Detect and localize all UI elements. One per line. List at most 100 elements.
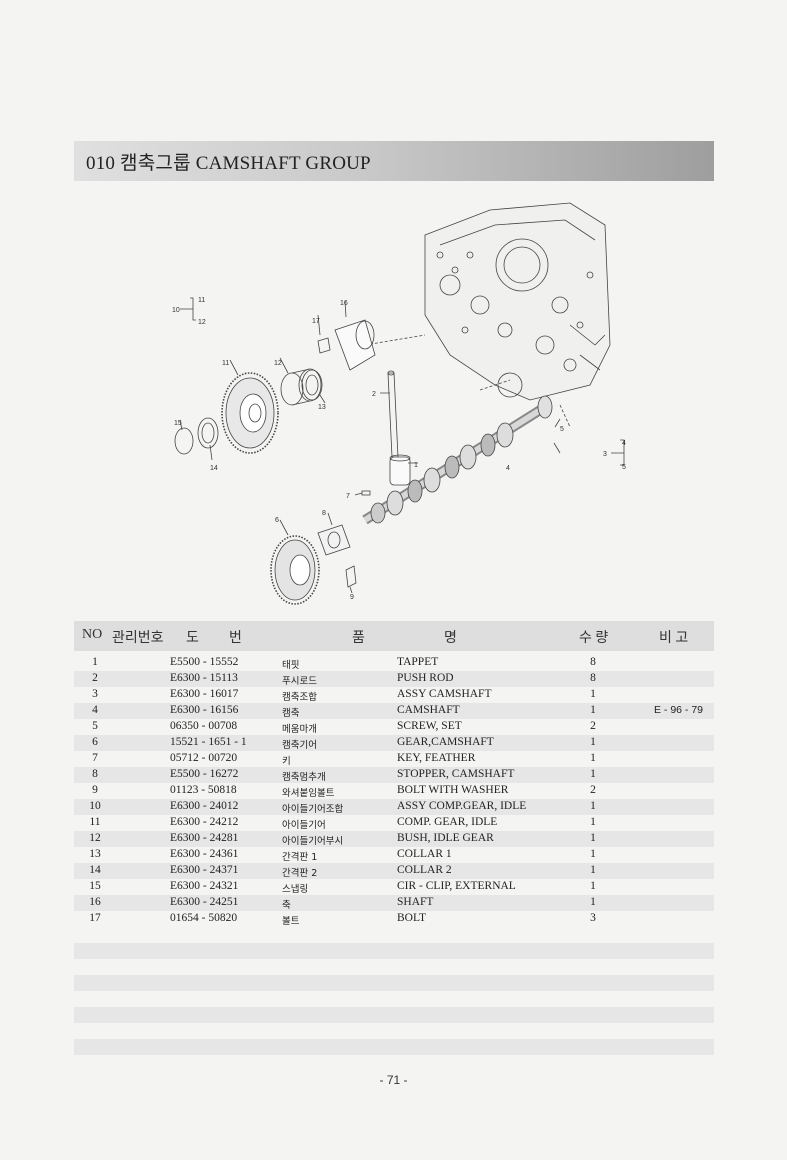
table-row: 16 E6300 - 24251 축 SHAFT 1: [74, 895, 714, 911]
cell-quantity: 8: [590, 656, 596, 668]
cell-no: 8: [92, 768, 98, 780]
cell-part-number: E5500 - 16272: [170, 768, 239, 780]
callout-8: 8: [322, 510, 326, 517]
cell-english-name: BOLT: [397, 912, 426, 924]
cell-no: 5: [92, 720, 98, 732]
header-part-2: 명: [444, 631, 457, 646]
callout-1: 1: [414, 462, 418, 469]
header-drawing-2: 번: [229, 631, 242, 646]
cell-korean-name: 아이들기어조합: [282, 804, 344, 815]
callout-11: 11: [222, 360, 229, 367]
cell-korean-name: 푸시로드: [282, 676, 317, 687]
group-label-11: 11: [198, 297, 205, 304]
cell-part-number: 06350 - 00708: [170, 720, 238, 732]
header-remarks: 비 고: [659, 631, 689, 646]
cell-korean-name: 캠축조합: [282, 692, 317, 703]
cell-english-name: SHAFT: [397, 896, 434, 908]
cell-quantity: 2: [590, 784, 596, 796]
cell-no: 2: [92, 672, 98, 684]
cell-quantity: 8: [590, 672, 596, 684]
cell-part-number: E6300 - 24371: [170, 864, 239, 876]
cell-no: 17: [89, 912, 101, 924]
callout-5: 5: [560, 426, 564, 433]
callout-2: 2: [372, 391, 376, 398]
cell-korean-name: 캠축기어: [282, 740, 317, 751]
cell-quantity: 1: [590, 880, 596, 892]
header-no: NO: [82, 627, 103, 642]
table-row: 12 E6300 - 24281 아이들기어부시 BUSH, IDLE GEAR 1: [74, 831, 714, 847]
cell-english-name: CIR - CLIP, EXTERNAL: [397, 880, 516, 892]
group-label-10: 10: [172, 307, 180, 314]
group-label-5: 5: [622, 464, 626, 471]
empty-row: [74, 959, 714, 975]
cell-no: 10: [89, 800, 101, 812]
table-row: 10 E6300 - 24012 아이들기어조합 ASSY COMP.GEAR, ID…: [74, 799, 714, 815]
callout-14: 14: [210, 465, 218, 472]
cell-quantity: 1: [590, 816, 596, 828]
cell-no: 7: [92, 752, 98, 764]
cell-quantity: 1: [590, 752, 596, 764]
cell-korean-name: 간격판 1: [282, 852, 318, 863]
cell-no: 15: [89, 880, 101, 892]
cell-korean-name: 와셔붙임볼트: [282, 788, 335, 799]
cell-no: 9: [92, 784, 98, 796]
cell-english-name: ASSY CAMSHAFT: [397, 688, 492, 700]
section-title: 010 캠축그룹 CAMSHAFT GROUP: [86, 152, 371, 174]
cell-part-number: E6300 - 24012: [170, 800, 239, 812]
empty-row: [74, 991, 714, 1007]
cell-korean-name: 메움마개: [282, 724, 317, 735]
header-management-number: 관리번호: [112, 631, 164, 646]
empty-row: [74, 1023, 714, 1039]
cell-quantity: 3: [590, 912, 596, 924]
cell-english-name: PUSH ROD: [397, 672, 454, 684]
cell-english-name: BUSH, IDLE GEAR: [397, 832, 494, 844]
cell-english-name: COLLAR 2: [397, 864, 452, 876]
cell-part-number: E6300 - 24281: [170, 832, 239, 844]
header-quantity: 수 량: [579, 631, 609, 646]
cell-part-number: E6300 - 16156: [170, 704, 239, 716]
cell-no: 13: [89, 848, 101, 860]
callout-7: 7: [346, 493, 350, 500]
section-title-bar: 010 캠축그룹 CAMSHAFT GROUP: [74, 141, 714, 181]
group-label-4: 4: [622, 440, 626, 447]
cell-part-number: E6300 - 24251: [170, 896, 239, 908]
cell-quantity: 1: [590, 800, 596, 812]
cell-no: 6: [92, 736, 98, 748]
callout-6: 6: [275, 517, 279, 524]
cell-part-number: E6300 - 24212: [170, 816, 239, 828]
cell-part-number: E6300 - 16017: [170, 688, 239, 700]
callout-15: 15: [174, 420, 182, 427]
cell-part-number: E6300 - 15113: [170, 672, 238, 684]
empty-row: [74, 927, 714, 943]
cell-quantity: 1: [590, 832, 596, 844]
cell-english-name: CAMSHAFT: [397, 704, 460, 716]
cell-quantity: 1: [590, 896, 596, 908]
cell-no: 1: [92, 656, 98, 668]
cell-no: 12: [89, 832, 101, 844]
cell-english-name: ASSY COMP.GEAR, IDLE: [397, 800, 527, 812]
cell-english-name: COLLAR 1: [397, 848, 452, 860]
cell-quantity: 1: [590, 688, 596, 700]
cell-korean-name: 축: [282, 900, 291, 911]
cell-part-number: 01654 - 50820: [170, 912, 238, 924]
cell-korean-name: 아이들기어부시: [282, 836, 344, 847]
callout-12: 12: [274, 360, 282, 367]
header-drawing-1: 도: [186, 631, 199, 646]
cell-no: 11: [89, 816, 101, 828]
cell-korean-name: 스냅링: [282, 884, 309, 895]
callout-13: 13: [318, 404, 326, 411]
cell-english-name: TAPPET: [397, 656, 439, 668]
cell-part-number: E5500 - 15552: [170, 656, 239, 668]
callout-17: 17: [312, 318, 320, 325]
table-row: 2 E6300 - 15113 푸시로드 PUSH ROD 8: [74, 671, 714, 687]
cell-no: 16: [89, 896, 101, 908]
cell-quantity: 1: [590, 864, 596, 876]
